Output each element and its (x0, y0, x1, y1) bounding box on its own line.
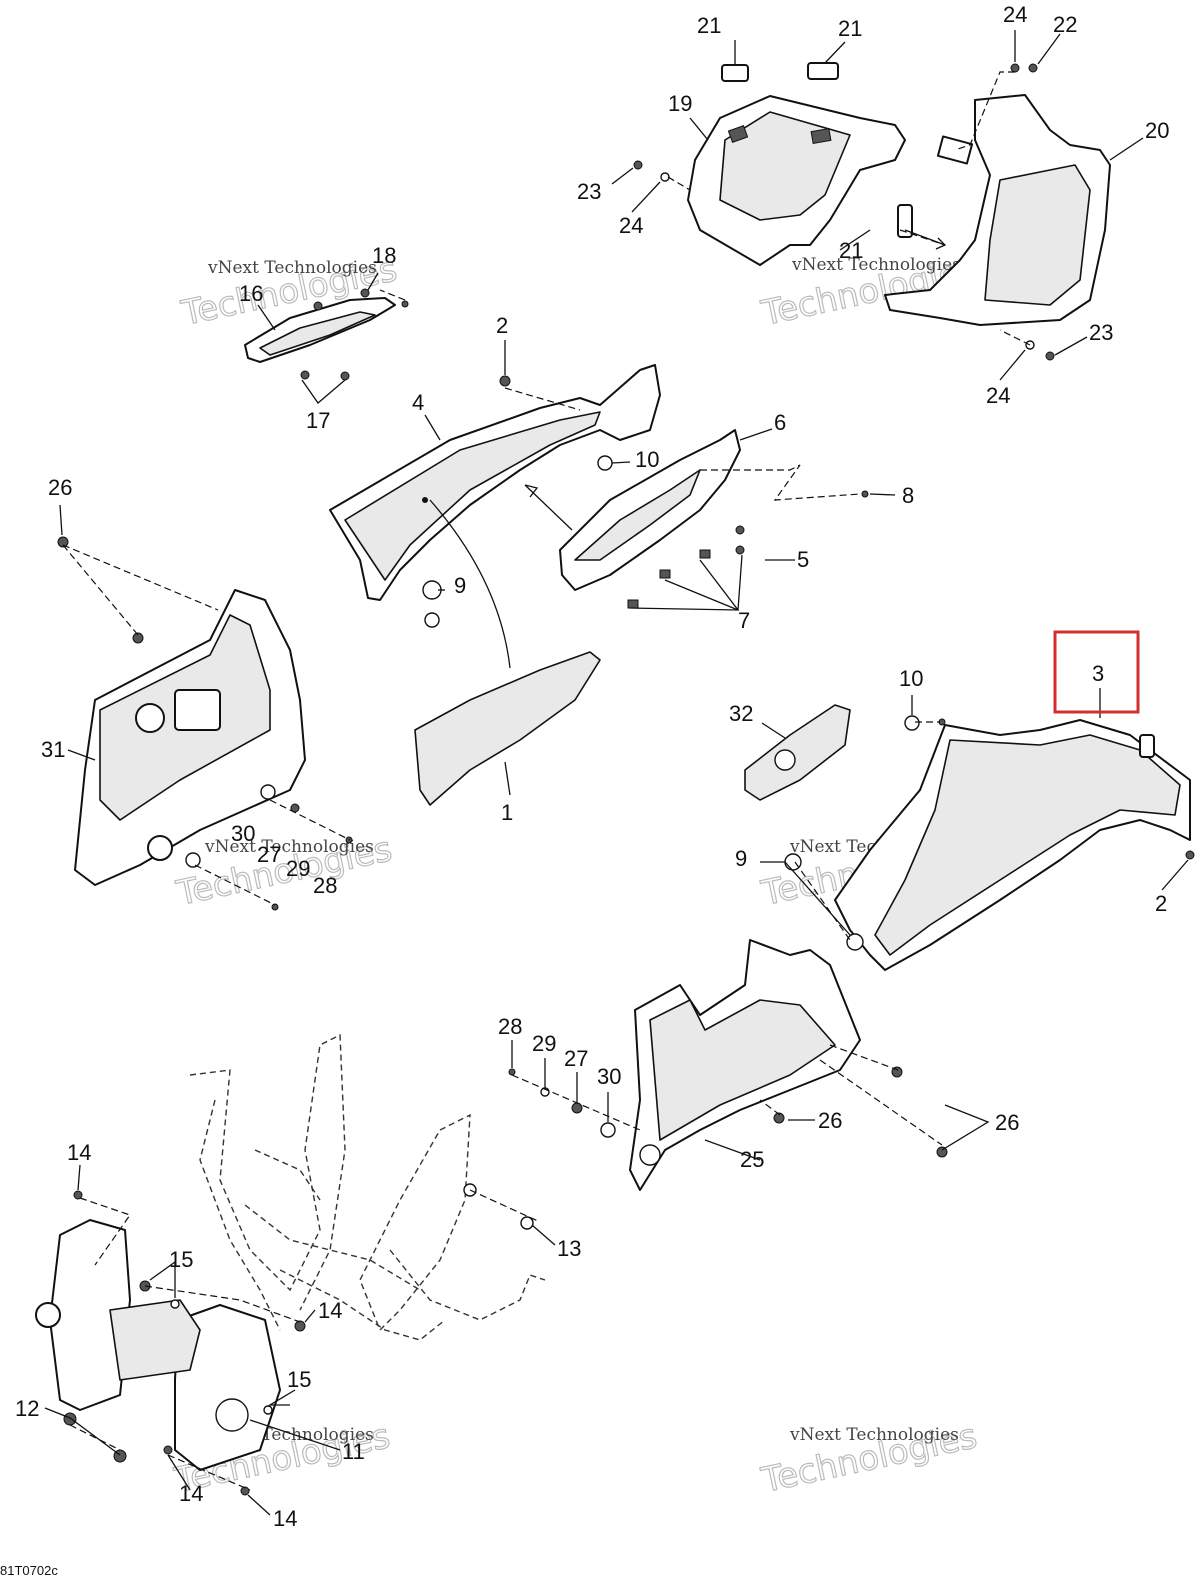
callout-13: 13 (557, 1236, 581, 1261)
callout-27: 27 (564, 1046, 588, 1071)
callout-25: 25 (740, 1147, 764, 1172)
part-4-panel (329, 364, 661, 601)
callout-14: 14 (318, 1298, 342, 1323)
part-6-bracket (559, 429, 741, 591)
callout-12: 12 (15, 1396, 39, 1421)
part-32-clip (744, 704, 851, 801)
callout-2: 2 (496, 313, 508, 338)
assembly-arrows (524, 229, 947, 531)
callout-10: 10 (635, 447, 659, 472)
callout-29: 29 (532, 1031, 556, 1056)
callout-21: 21 (838, 16, 862, 41)
callout-27: 27 (257, 842, 281, 867)
callout-11: 11 (342, 1439, 365, 1464)
watermark-mid-left: Technologies vNext Technologies (172, 829, 396, 915)
part-25-panel (629, 939, 861, 1191)
callout-5: 5 (797, 547, 809, 572)
callout-19: 19 (668, 91, 692, 116)
callout-30: 30 (231, 821, 255, 846)
leader-lines (44, 30, 1189, 1516)
part-1-cover (414, 651, 601, 806)
part-31-assembly (74, 589, 306, 886)
callout-17: 17 (306, 408, 330, 433)
callout-9: 9 (735, 846, 747, 871)
callout-14: 14 (179, 1481, 203, 1506)
drawing-code: 81T0702c (0, 1563, 58, 1578)
callout-3: 3 (1092, 661, 1104, 686)
callout-20: 20 (1145, 118, 1169, 143)
callout-7: 7 (738, 608, 750, 633)
part-21-pad-b (807, 62, 839, 80)
callout-6: 6 (774, 410, 786, 435)
callout-18: 18 (372, 243, 396, 268)
callout-14: 14 (273, 1506, 297, 1531)
callout-16: 16 (239, 281, 263, 306)
callout-23: 23 (577, 179, 601, 204)
callout-29: 29 (286, 856, 310, 881)
callout-32: 32 (729, 701, 753, 726)
callout-28: 28 (498, 1014, 522, 1039)
callout-24: 24 (619, 213, 643, 238)
callout-21: 21 (839, 238, 863, 263)
callout-24: 24 (1003, 2, 1027, 27)
callout-2: 2 (1155, 891, 1167, 916)
callout-26: 26 (995, 1110, 1019, 1135)
watermark-bottom-right: Technologies vNext Technologies (757, 1416, 981, 1502)
callout-30: 30 (597, 1064, 621, 1089)
assembly-dashes (62, 71, 1031, 1491)
part-3-panel (834, 719, 1191, 971)
callout-14: 14 (67, 1140, 91, 1165)
callout-26: 26 (818, 1108, 842, 1133)
svg-text:vNext Technologies: vNext Technologies (207, 258, 377, 278)
callout-22: 22 (1053, 12, 1077, 37)
part-16-bracket (244, 288, 409, 381)
callout-9: 9 (454, 573, 466, 598)
callout-labels: 21 21 24 22 19 20 23 24 21 23 24 18 16 1… (15, 2, 1169, 1531)
svg-text:vNext Technologies: vNext Technologies (791, 255, 961, 275)
callout-28: 28 (313, 873, 337, 898)
callout-15: 15 (287, 1367, 311, 1392)
callout-21: 21 (697, 13, 721, 38)
callout-23: 23 (1089, 320, 1113, 345)
svg-text:vNext Technologies: vNext Technologies (204, 837, 374, 857)
part-20-cover (884, 94, 1111, 326)
highlight-box (1053, 630, 1140, 714)
callout-8: 8 (902, 483, 914, 508)
callout-1: 1 (501, 800, 513, 825)
callout-26: 26 (48, 475, 72, 500)
svg-text:vNext Technologies: vNext Technologies (789, 1425, 959, 1445)
part-21-pad-a (721, 64, 749, 82)
fasteners (57, 63, 1195, 1496)
part-11-covers (35, 1219, 281, 1471)
callout-24: 24 (986, 383, 1010, 408)
part-19-tray (687, 62, 906, 266)
callout-4: 4 (412, 390, 424, 415)
callout-31: 31 (41, 737, 65, 762)
callout-15: 15 (169, 1247, 193, 1272)
frame-assembly-dashed (189, 1033, 546, 1341)
callout-10: 10 (899, 666, 923, 691)
